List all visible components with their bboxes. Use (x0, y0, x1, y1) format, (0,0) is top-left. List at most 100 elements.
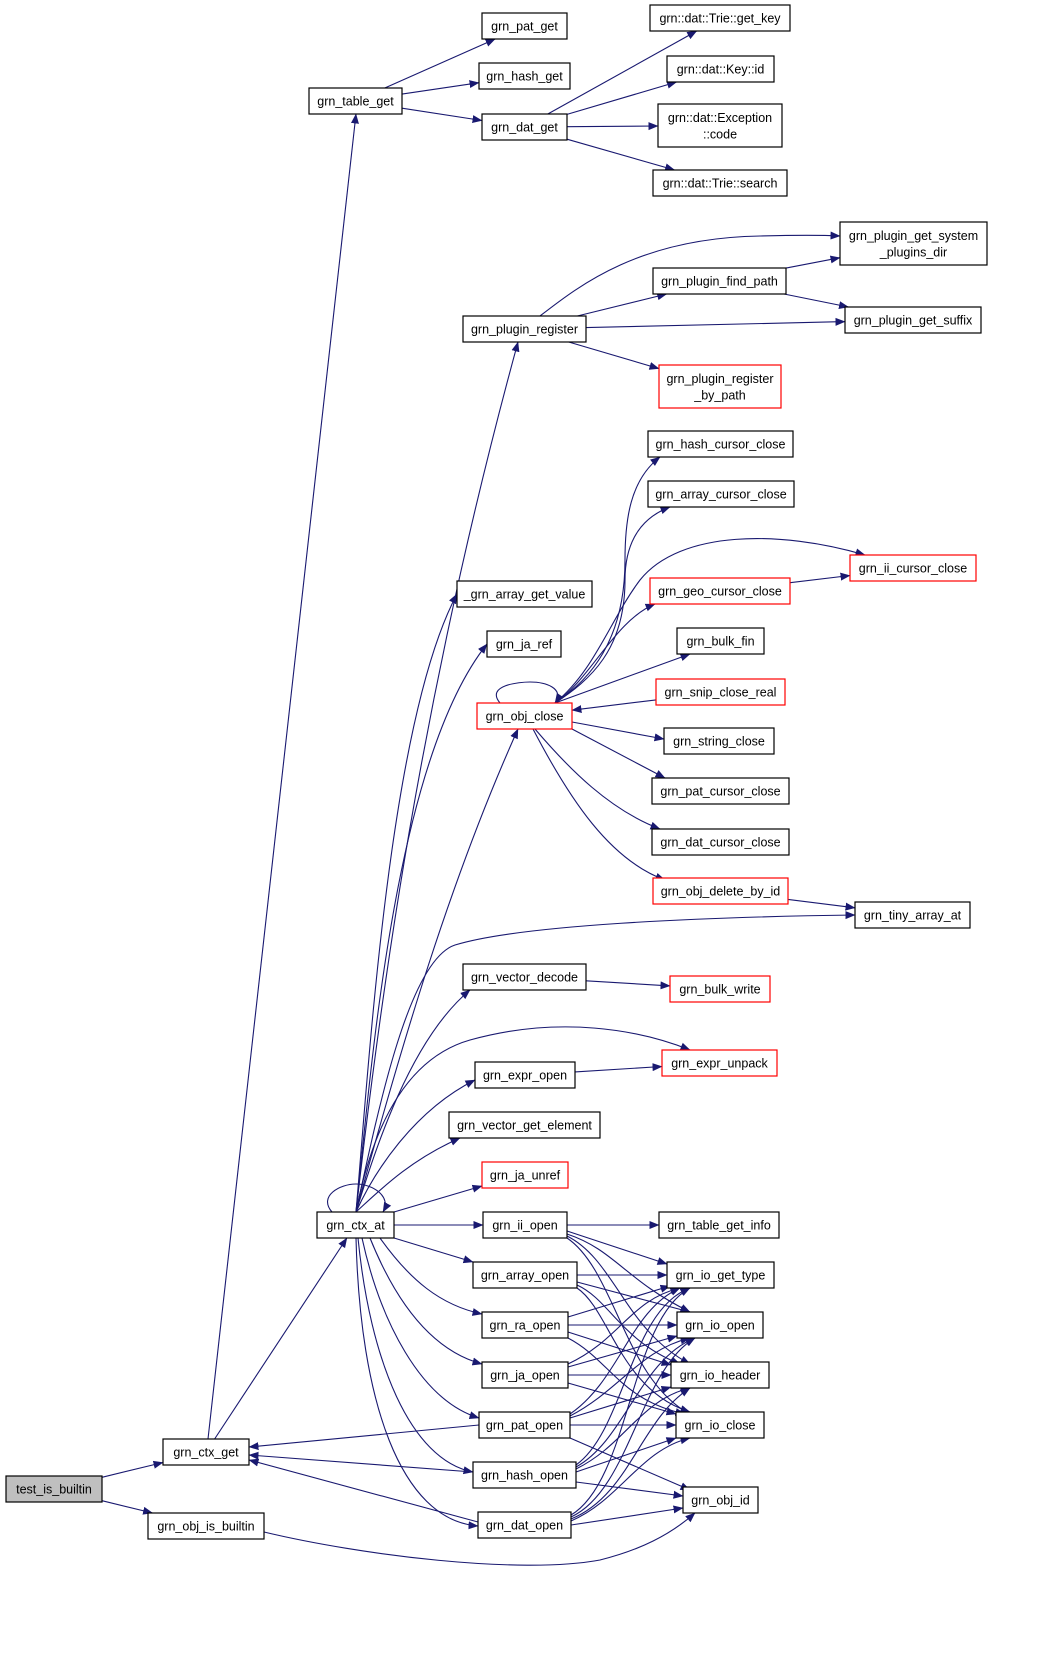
node-grn_ja_ref[interactable]: grn_ja_ref (486, 630, 562, 658)
node-box[interactable] (481, 1311, 569, 1339)
node-box[interactable] (162, 1438, 250, 1466)
node-box[interactable] (655, 678, 786, 706)
node-grn_hash_cursor_close[interactable]: grn_hash_cursor_close (647, 430, 794, 458)
node-box[interactable] (308, 87, 403, 115)
node-grn_ii_cursor_close[interactable]: grn_ii_cursor_close (849, 554, 977, 582)
node-grn_pat_cursor_close[interactable]: grn_pat_cursor_close (651, 777, 790, 805)
node-grn_vector_decode[interactable]: grn_vector_decode (462, 963, 587, 991)
node-box[interactable] (652, 267, 787, 295)
node-grn_hash_get[interactable]: grn_hash_get (478, 62, 571, 90)
node-grn_obj_id[interactable]: grn_obj_id (682, 1486, 759, 1514)
node-box[interactable] (669, 975, 771, 1003)
node-grn_tiny_array_at[interactable]: grn_tiny_array_at (854, 901, 971, 929)
node-box[interactable] (481, 1161, 569, 1189)
node-grn_expr_unpack[interactable]: grn_expr_unpack (661, 1049, 778, 1077)
node-box[interactable] (147, 1512, 265, 1540)
node-box[interactable] (477, 1511, 572, 1539)
node-box[interactable] (474, 1061, 576, 1089)
node-box[interactable] (472, 1261, 578, 1289)
node-box[interactable] (472, 1461, 577, 1489)
node-box[interactable] (849, 554, 977, 582)
node-box[interactable] (657, 103, 783, 148)
node-box[interactable] (666, 1261, 775, 1289)
node-grn_pat_get[interactable]: grn_pat_get (481, 12, 568, 40)
node-grn_io_get_type[interactable]: grn_io_get_type (666, 1261, 775, 1289)
node-trie_search[interactable]: grn::dat::Trie::search (652, 169, 788, 197)
node-grn_table_get_info[interactable]: grn_table_get_info (658, 1211, 780, 1239)
node-grn_ja_unref[interactable]: grn_ja_unref (481, 1161, 569, 1189)
node-grn_io_open[interactable]: grn_io_open (676, 1311, 764, 1339)
node-box[interactable] (652, 877, 789, 905)
node-box[interactable] (482, 1211, 568, 1239)
node-grn_vector_get_element[interactable]: grn_vector_get_element (448, 1111, 601, 1139)
node-box[interactable] (658, 1211, 780, 1239)
node-key_id[interactable]: grn::dat::Key::id (666, 55, 775, 83)
node-box[interactable] (854, 901, 971, 929)
node-box[interactable] (462, 963, 587, 991)
node-box[interactable] (844, 306, 982, 334)
node-box[interactable] (456, 580, 593, 608)
node-box[interactable] (666, 55, 775, 83)
node-box[interactable] (658, 364, 782, 409)
node-grn_io_close[interactable]: grn_io_close (675, 1411, 765, 1439)
node-box[interactable] (651, 777, 790, 805)
node-grn_ctx_at[interactable]: grn_ctx_at (316, 1211, 395, 1239)
node-box[interactable] (481, 113, 568, 141)
node-box[interactable] (652, 169, 788, 197)
node-grn_ja_open[interactable]: grn_ja_open (481, 1361, 569, 1389)
node-box[interactable] (647, 480, 795, 508)
node-grn_plugin_register[interactable]: grn_plugin_register (462, 315, 587, 343)
node-box[interactable] (448, 1111, 601, 1139)
node-box[interactable] (675, 1411, 765, 1439)
node-box[interactable] (478, 1411, 571, 1439)
node-exception_code[interactable]: grn::dat::Exception::code (657, 103, 783, 148)
node-grn_ctx_get[interactable]: grn_ctx_get (162, 1438, 250, 1466)
node-test_is_builtin[interactable]: test_is_builtin (5, 1475, 103, 1503)
node-grn_geo_cursor_close[interactable]: grn_geo_cursor_close (649, 577, 791, 605)
node-grn_plugin_get_suffix[interactable]: grn_plugin_get_suffix (844, 306, 982, 334)
node-box[interactable] (647, 430, 794, 458)
node-_grn_array_get_value[interactable]: _grn_array_get_value (456, 580, 593, 608)
node-box[interactable] (661, 1049, 778, 1077)
node-box[interactable] (649, 577, 791, 605)
node-box[interactable] (682, 1486, 759, 1514)
node-grn_expr_open[interactable]: grn_expr_open (474, 1061, 576, 1089)
node-grn_bulk_fin[interactable]: grn_bulk_fin (676, 627, 765, 655)
node-grn_snip_close_real[interactable]: grn_snip_close_real (655, 678, 786, 706)
node-box[interactable] (478, 62, 571, 90)
node-box[interactable] (316, 1211, 395, 1239)
node-grn_ra_open[interactable]: grn_ra_open (481, 1311, 569, 1339)
node-grn_string_close[interactable]: grn_string_close (663, 727, 775, 755)
node-box[interactable] (481, 1361, 569, 1389)
node-box[interactable] (651, 828, 790, 856)
node-box[interactable] (476, 702, 573, 730)
node-grn_plugin_register_by_path[interactable]: grn_plugin_register_by_path (658, 364, 782, 409)
node-grn_plugin_find_path[interactable]: grn_plugin_find_path (652, 267, 787, 295)
node-trie_get_key[interactable]: grn::dat::Trie::get_key (649, 4, 791, 32)
node-box[interactable] (5, 1475, 103, 1503)
node-grn_obj_delete_by_id[interactable]: grn_obj_delete_by_id (652, 877, 789, 905)
node-box[interactable] (676, 1311, 764, 1339)
node-grn_dat_open[interactable]: grn_dat_open (477, 1511, 572, 1539)
node-grn_obj_is_builtin[interactable]: grn_obj_is_builtin (147, 1512, 265, 1540)
node-grn_hash_open[interactable]: grn_hash_open (472, 1461, 577, 1489)
node-box[interactable] (676, 627, 765, 655)
node-box[interactable] (462, 315, 587, 343)
node-grn_plugin_get_system_plugins_dir[interactable]: grn_plugin_get_system_plugins_dir (839, 221, 988, 266)
node-grn_ii_open[interactable]: grn_ii_open (482, 1211, 568, 1239)
node-box[interactable] (486, 630, 562, 658)
node-grn_bulk_write[interactable]: grn_bulk_write (669, 975, 771, 1003)
node-grn_table_get[interactable]: grn_table_get (308, 87, 403, 115)
node-grn_io_header[interactable]: grn_io_header (670, 1361, 770, 1389)
node-box[interactable] (839, 221, 988, 266)
node-box[interactable] (481, 12, 568, 40)
node-grn_array_cursor_close[interactable]: grn_array_cursor_close (647, 480, 795, 508)
node-box[interactable] (670, 1361, 770, 1389)
node-grn_pat_open[interactable]: grn_pat_open (478, 1411, 571, 1439)
node-grn_dat_cursor_close[interactable]: grn_dat_cursor_close (651, 828, 790, 856)
node-grn_obj_close[interactable]: grn_obj_close (476, 702, 573, 730)
node-box[interactable] (663, 727, 775, 755)
node-grn_array_open[interactable]: grn_array_open (472, 1261, 578, 1289)
node-box[interactable] (649, 4, 791, 32)
node-grn_dat_get[interactable]: grn_dat_get (481, 113, 568, 141)
